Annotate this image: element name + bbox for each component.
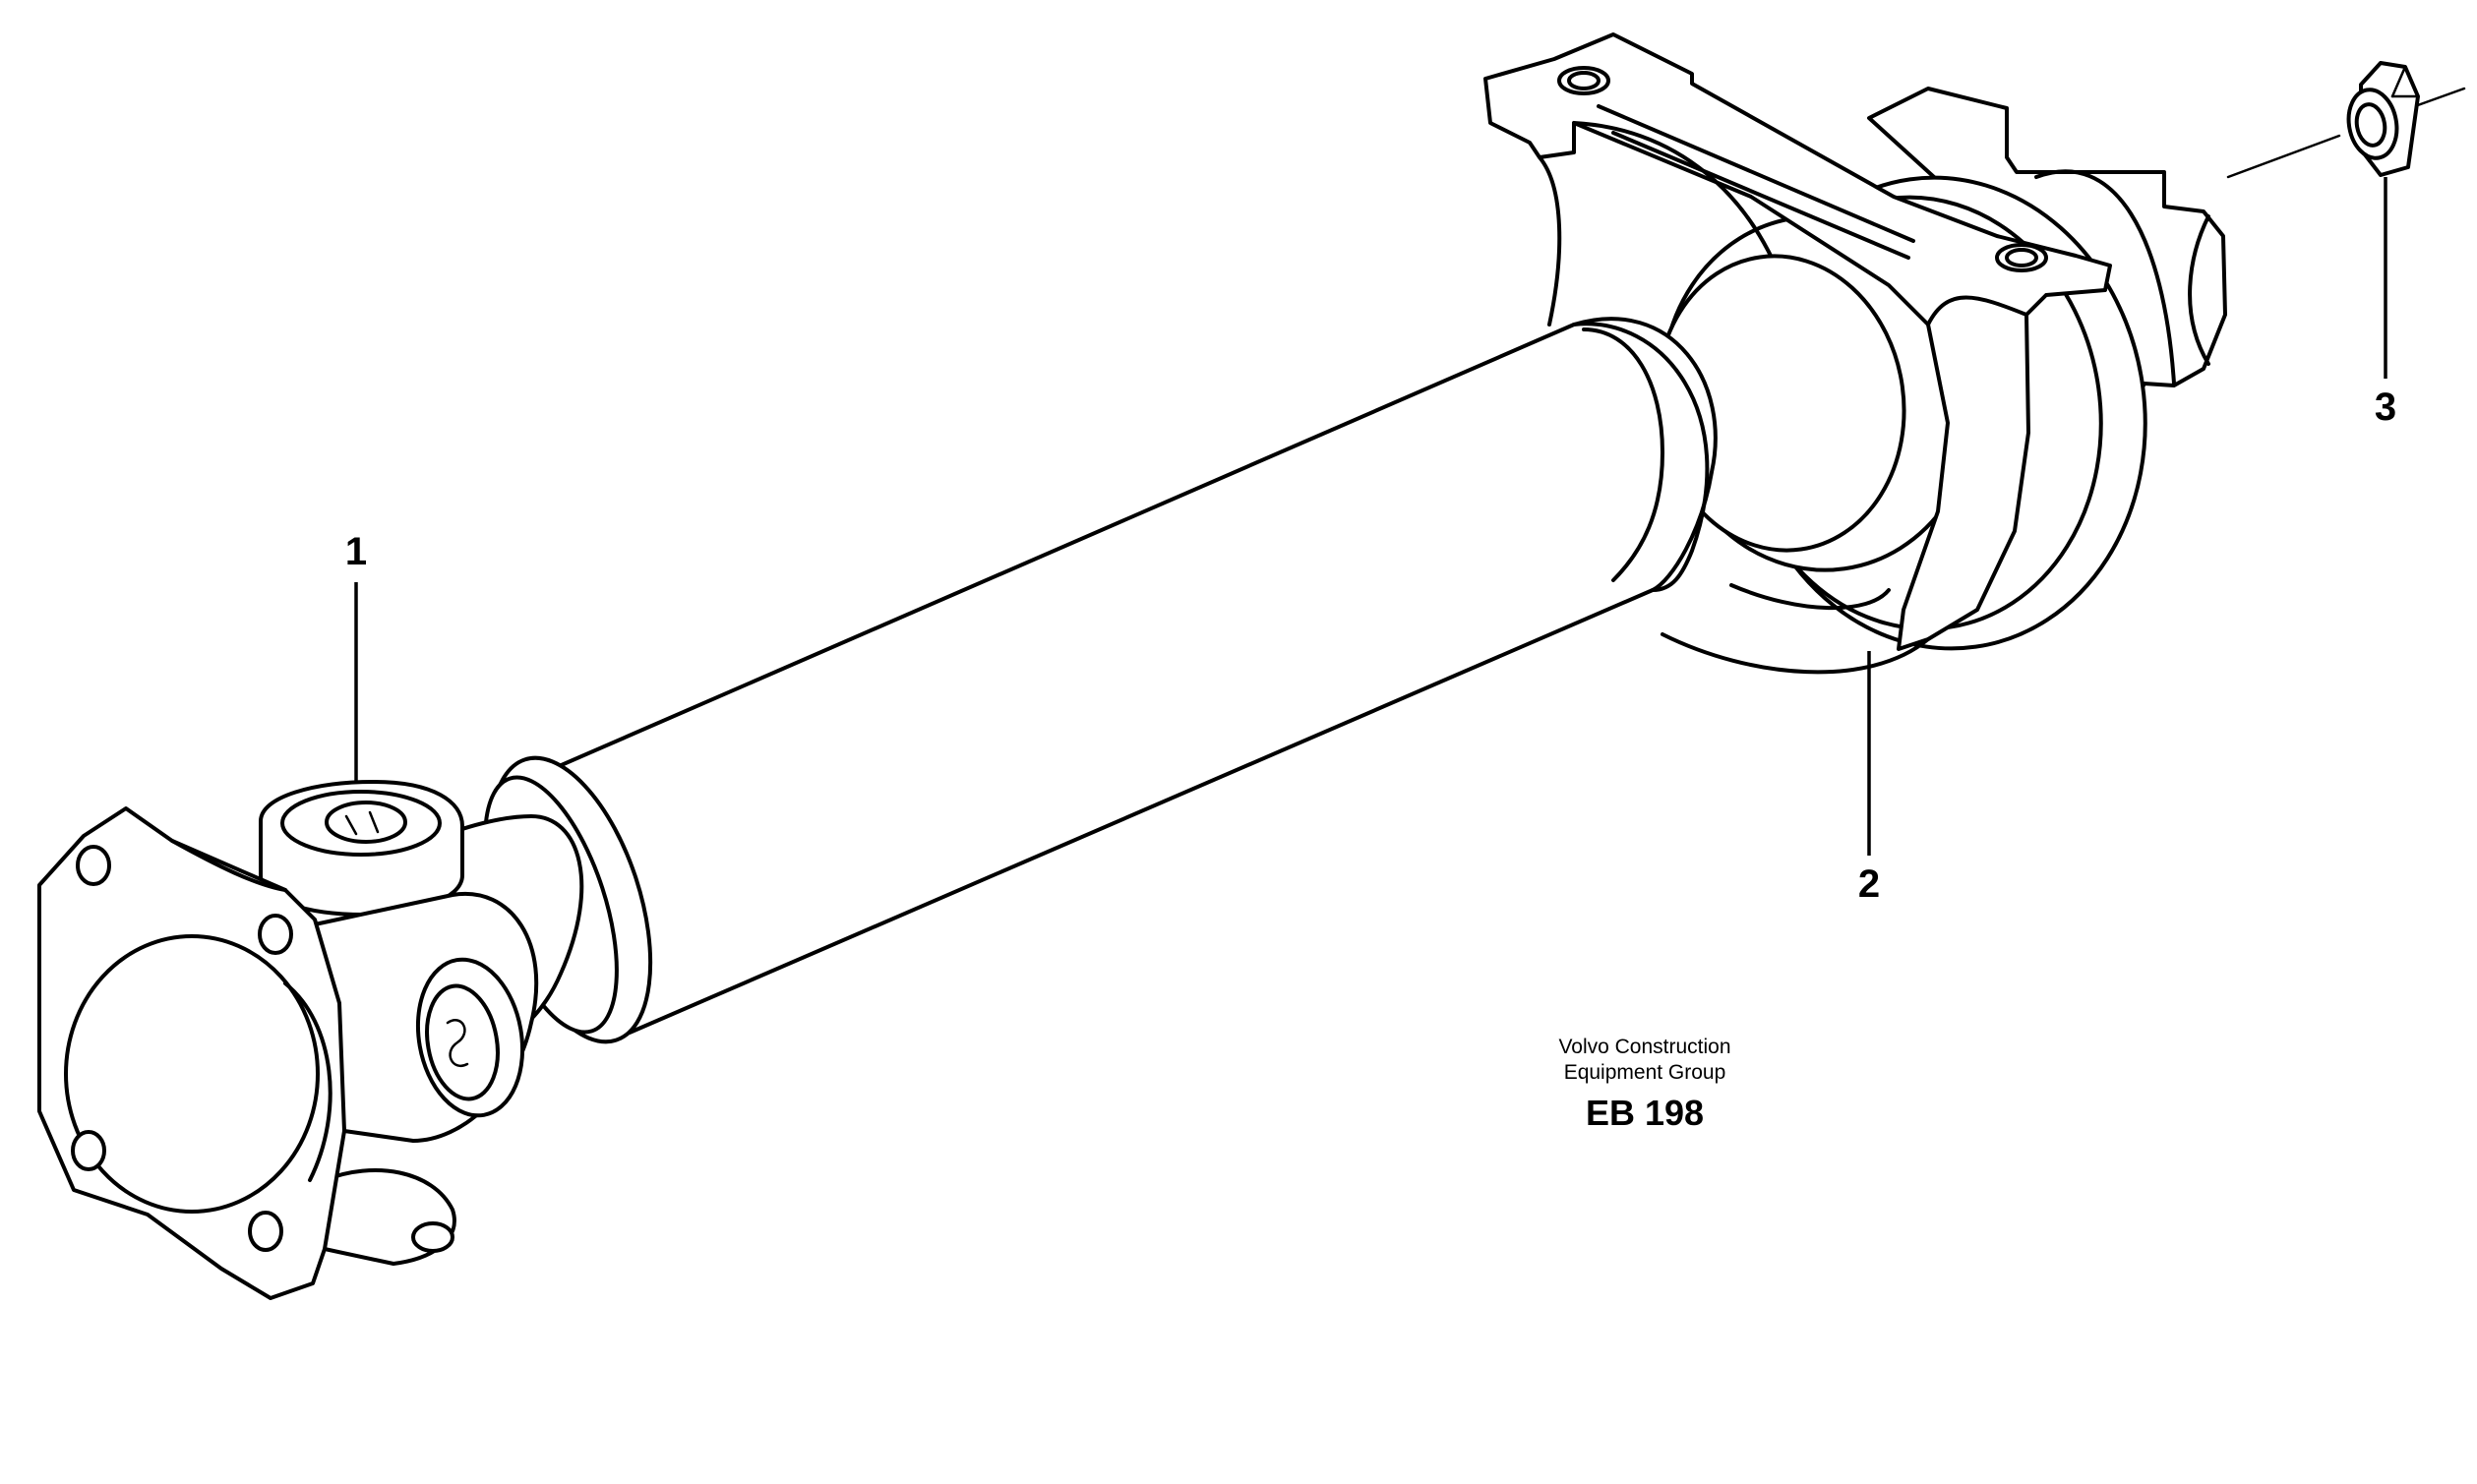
- credit-line-2: Equipment Group: [1564, 1061, 1726, 1084]
- nut: [2226, 61, 2466, 179]
- credit-line-1: Volvo Construction: [1558, 1036, 1730, 1058]
- callout-number-3: 3: [2375, 386, 2396, 429]
- callout-number-2: 2: [1858, 862, 1880, 906]
- callout-number-1: 1: [345, 530, 367, 573]
- drawing-code: EB 198: [1586, 1093, 1704, 1133]
- propeller-shaft: [483, 317, 1718, 1044]
- universal-joint: [37, 780, 584, 1300]
